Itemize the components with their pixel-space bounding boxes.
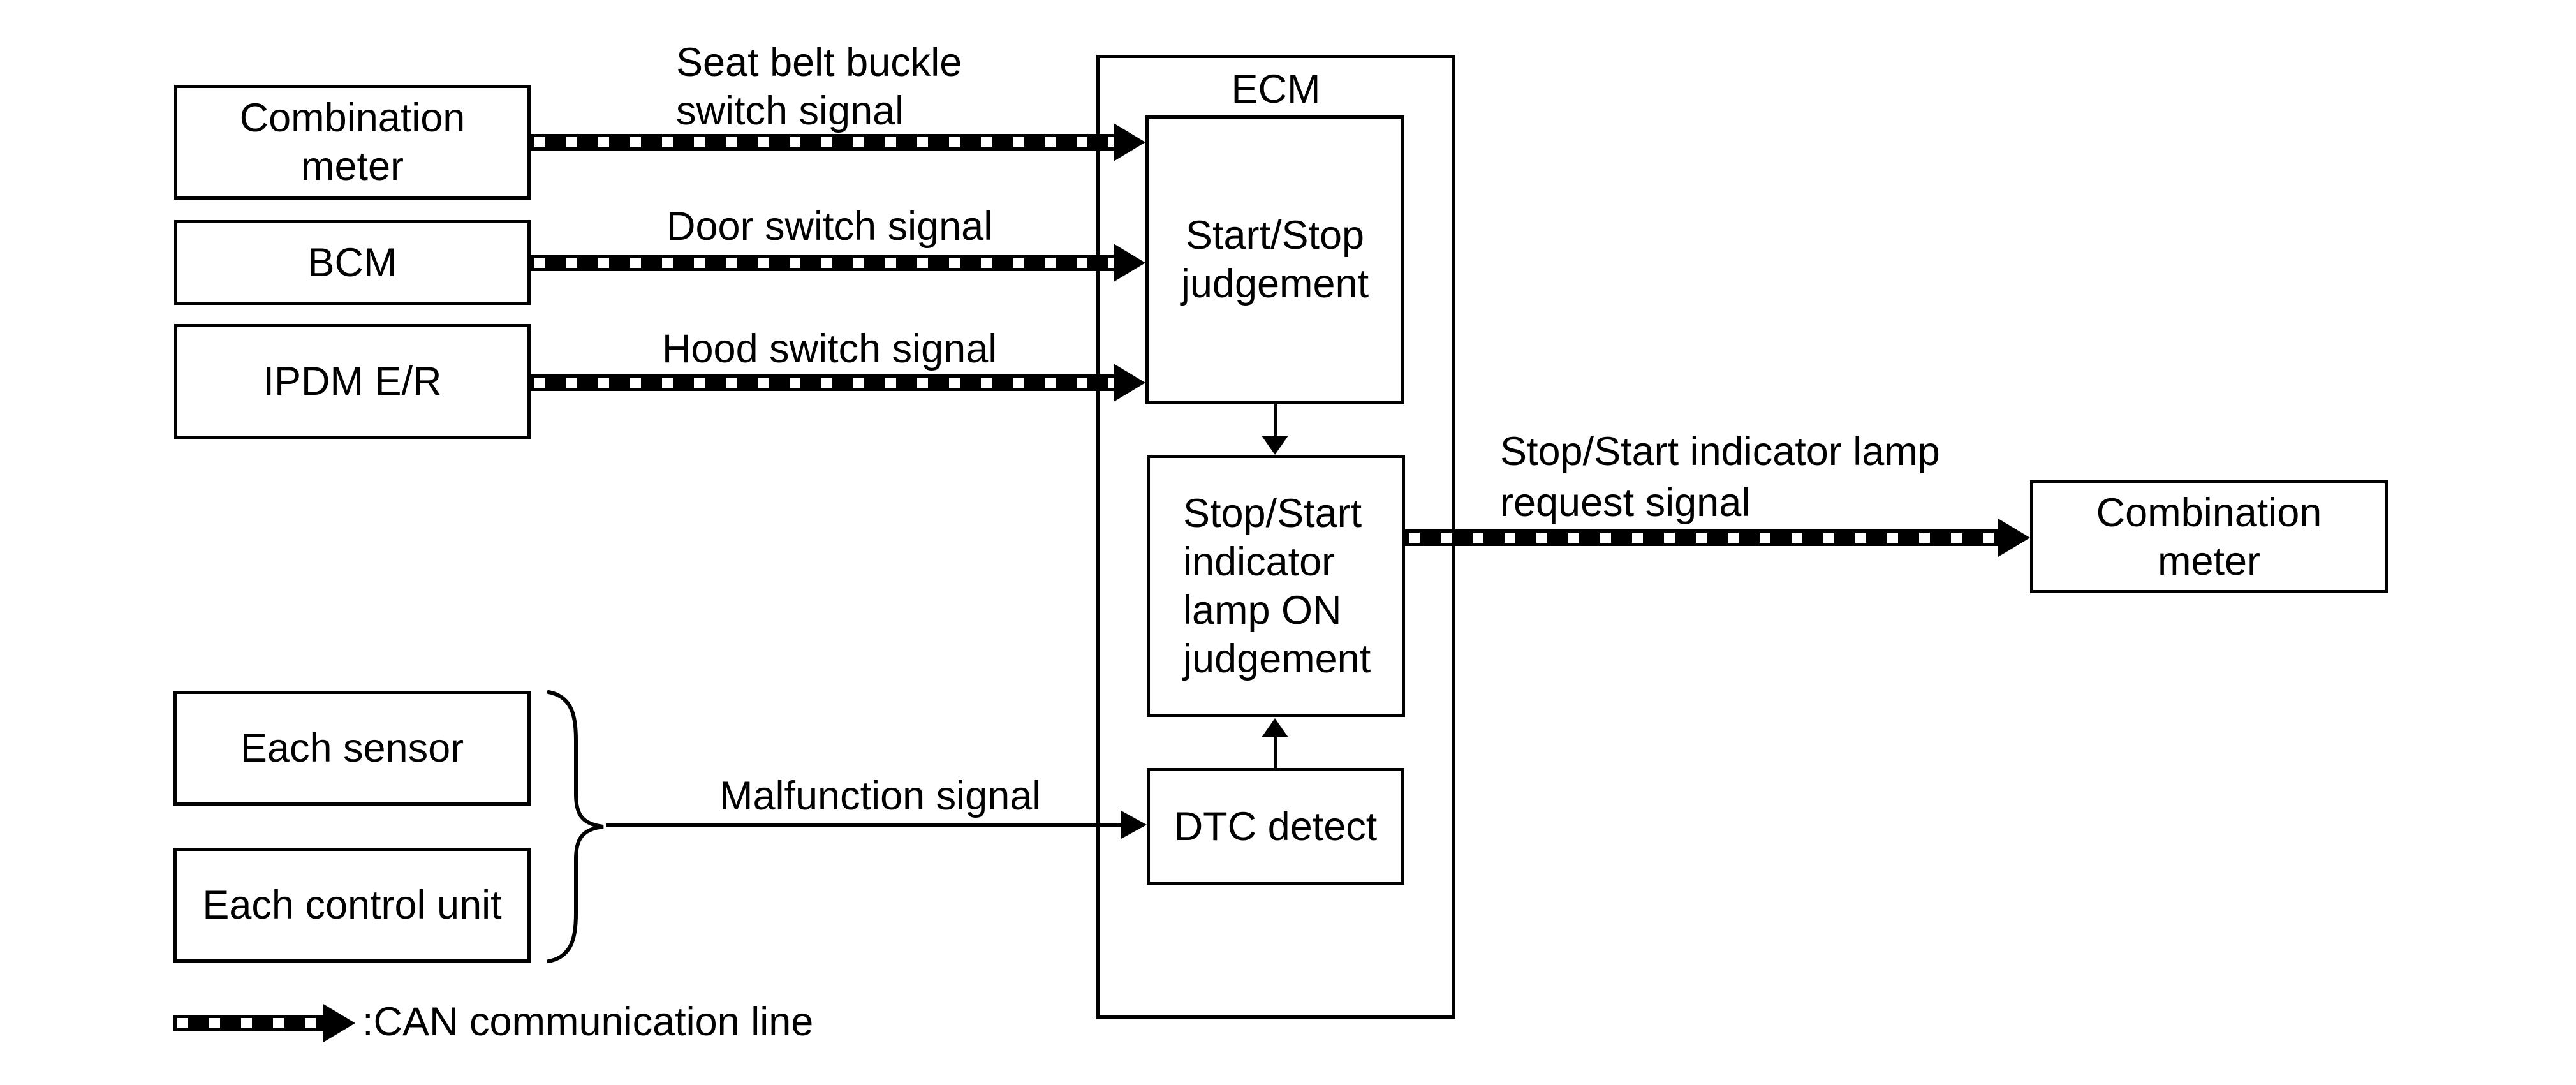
- dtc-detect-box: DTC detect: [1147, 768, 1404, 885]
- bcm-box: BCM: [174, 220, 531, 305]
- judgement-flow-arrowhead: [1262, 436, 1288, 455]
- dtc-detect-label: DTC detect: [1174, 804, 1378, 849]
- lamp-request-can-arrowhead: [1998, 519, 2030, 557]
- door-can-arrowhead: [1114, 244, 1145, 282]
- hood-can-arrowhead: [1114, 364, 1145, 402]
- seat-belt-can-arrow: [531, 134, 1114, 151]
- hood-can-arrow: [531, 374, 1114, 391]
- legend-can-arrow: [173, 1015, 323, 1031]
- malfunction-signal-label: Malfunction signal: [719, 774, 1041, 818]
- bcm-label: BCM: [307, 240, 397, 285]
- each-control-unit-label: Each control unit: [202, 883, 502, 927]
- ecm-box: ECM: [1096, 55, 1455, 1019]
- each-sensor-box: Each sensor: [173, 691, 531, 806]
- each-control-unit-box: Each control unit: [173, 848, 531, 963]
- hood-signal-label: Hood switch signal: [662, 327, 997, 371]
- each-sensor-label: Each sensor: [240, 726, 464, 771]
- dtc-flow-arrow-line: [1274, 735, 1277, 768]
- ecm-label: ECM: [1231, 67, 1321, 112]
- ipdm-label: IPDM E/R: [263, 359, 442, 404]
- legend-can-arrowhead: [323, 1004, 355, 1042]
- door-can-arrow: [531, 255, 1114, 271]
- malfunction-arrow-line: [606, 823, 1124, 827]
- ipdm-box: IPDM E/R: [174, 324, 531, 439]
- legend-label: :CAN communication line: [362, 1000, 814, 1044]
- door-signal-label: Door switch signal: [666, 204, 993, 249]
- judgement-flow-arrow-line: [1274, 404, 1277, 439]
- malfunction-arrowhead: [1121, 811, 1147, 839]
- seat-belt-can-arrowhead: [1114, 123, 1145, 161]
- lamp-request-can-arrow: [1405, 529, 1998, 546]
- brace: [547, 690, 604, 963]
- dtc-flow-arrowhead: [1262, 718, 1288, 737]
